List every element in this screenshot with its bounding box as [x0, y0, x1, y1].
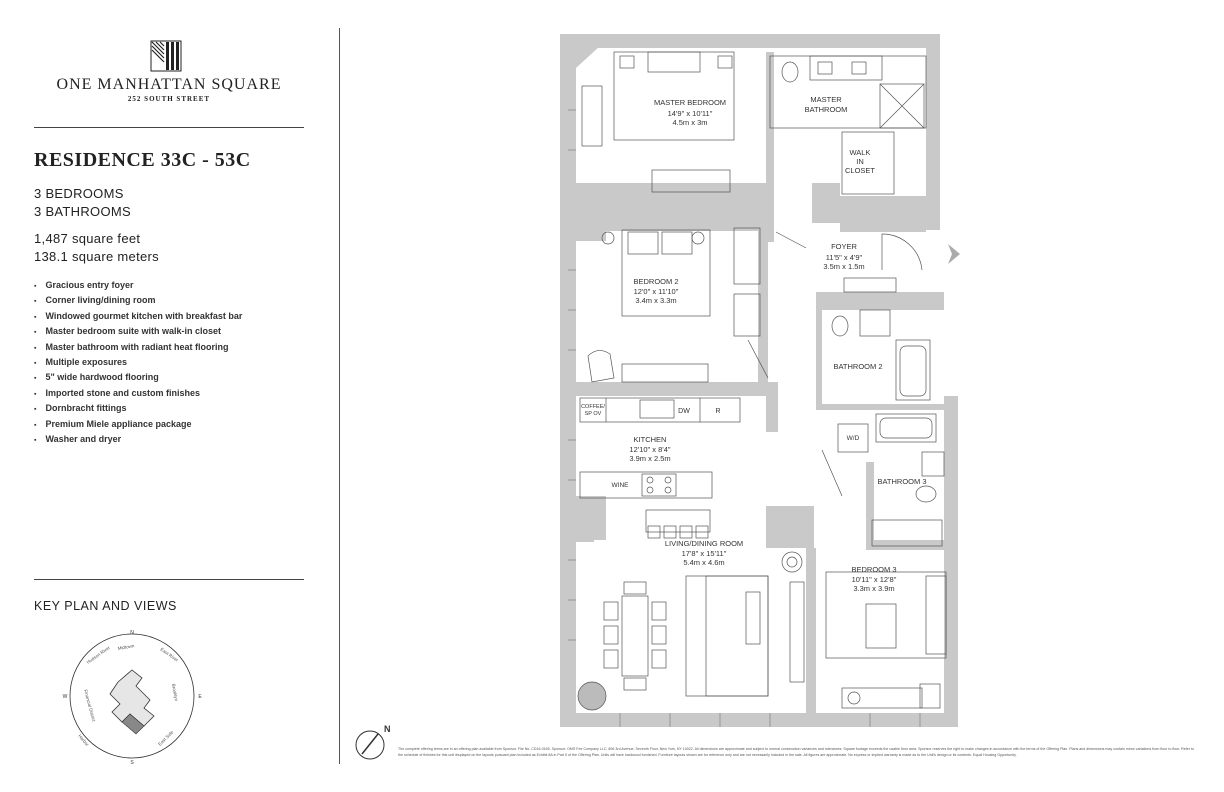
bedroom3-dims-ft: 10'11" x 12'8" [852, 575, 897, 584]
bedroom3-name: BEDROOM 3 [851, 565, 896, 574]
square-meters: 138.1 square meters [34, 249, 159, 264]
header-divider [34, 127, 304, 128]
view-brooklyn: Brooklyn [171, 683, 179, 702]
keyplan-divider [34, 579, 304, 580]
kitchen-dims-ft: 12'10" x 8'4" [629, 445, 670, 454]
master-bedroom-name: MASTER BEDROOM [654, 98, 726, 107]
bathroom3-fixtures [821, 413, 945, 547]
brand-address: 252 SOUTH STREET [127, 95, 211, 103]
compass-ring [69, 633, 195, 759]
panel-divider [339, 28, 340, 764]
exterior-walls [560, 34, 958, 727]
bathroom-count: 3 BATHROOMS [34, 204, 131, 219]
feature-item: Gracious entry foyer [34, 278, 242, 293]
feature-item: Master bathroom with radiant heat floori… [34, 340, 242, 355]
view-midtown: Midtown [117, 643, 135, 651]
master-bathroom-fixtures [769, 55, 927, 195]
bedroom3-furniture [825, 571, 947, 709]
kitchen-name: KITCHEN [634, 435, 667, 444]
bedroom2-dims-ft: 12'0" x 11'10" [634, 287, 679, 296]
view-financial: Financial District [83, 689, 97, 723]
legal-disclaimer: The complete offering terms are in an of… [398, 747, 1194, 757]
building-footprint [109, 669, 155, 735]
master-bedroom-dims-ft: 14'9" x 10'11" [668, 109, 713, 118]
living-dining-dims-ft: 17'8" x 15'11" [682, 549, 727, 558]
walk-in-closet-label-2: IN [856, 157, 864, 166]
wine-label: WINE [612, 482, 630, 489]
foyer-name: FOYER [831, 242, 857, 251]
bedroom3-dims-m: 3.3m x 3.9m [853, 584, 894, 593]
feature-item: Multiple exposures [34, 355, 242, 370]
key-plan-compass: N S E W Hudson River East River Midtown … [63, 630, 203, 766]
view-hudson: Hudson River [86, 645, 112, 665]
feature-list: Gracious entry foyer Corner living/dinin… [34, 278, 242, 447]
view-east-side: East Side [157, 729, 175, 747]
living-dining-dims-m: 5.4m x 4.6m [683, 558, 724, 567]
residence-title: RESIDENCE 33C - 53C [34, 149, 251, 171]
window-mullions [568, 109, 921, 727]
feature-item: Corner living/dining room [34, 293, 242, 308]
coffee-label-2: SP OV [585, 411, 602, 417]
master-bedroom-dims-m: 4.5m x 3m [672, 118, 707, 127]
kitchen-dims-m: 3.9m x 2.5m [629, 454, 670, 463]
bathroom2-fixtures [831, 309, 931, 401]
walk-in-closet-label-3: CLOSET [845, 166, 875, 175]
compass-s: S [130, 760, 134, 766]
entry-arrow-icon [948, 244, 960, 264]
foyer-dims-ft: 11'5" x 4'9" [826, 253, 863, 262]
feature-item: Washer and dryer [34, 432, 242, 447]
foyer-dims-m: 3.5m x 1.5m [823, 262, 864, 271]
keyplan-title: KEY PLAN AND VIEWS [34, 599, 177, 613]
master-bed [581, 51, 735, 193]
bathroom3-name: BATHROOM 3 [877, 477, 926, 486]
feature-item: Master bedroom suite with walk-in closet [34, 324, 242, 339]
brand-name: ONE MANHATTAN SQUARE [56, 76, 282, 93]
feature-item: Windowed gourmet kitchen with breakfast … [34, 309, 242, 324]
brand-logo-icon [150, 40, 182, 72]
view-harbor: Harbor [77, 733, 90, 747]
washer-dryer-label: W/D [847, 435, 860, 442]
refrigerator-label: R [715, 408, 720, 415]
view-east-river: East River [159, 647, 179, 663]
bedroom-count: 3 BEDROOMS [34, 186, 124, 201]
bedroom2-dims-m: 3.4m x 3.3m [635, 296, 676, 305]
floor-plan: N MASTER BEDROOM 14'9" x 10'11" 4.5m x 3… [355, 34, 960, 760]
master-bathroom-label-2: BATHROOM [805, 105, 848, 114]
bathroom2-name: BATHROOM 2 [833, 362, 882, 371]
north-arrow-icon: N [355, 724, 391, 760]
compass-e: E [198, 694, 202, 700]
dishwasher-label: DW [678, 408, 690, 415]
feature-item: 5" wide hardwood flooring [34, 370, 242, 385]
feature-item: Dornbracht fittings [34, 401, 242, 416]
compass-w: W [63, 694, 68, 700]
interior-walls [576, 52, 958, 713]
compass-n: N [130, 630, 134, 636]
entry-door [775, 231, 923, 293]
coffee-label-1: COFFEE/ [581, 404, 605, 410]
master-bathroom-label-1: MASTER [810, 95, 842, 104]
bedroom2-name: BEDROOM 2 [633, 277, 678, 286]
living-dining-name: LIVING/DINING ROOM [665, 539, 743, 548]
svg-text:N: N [384, 724, 391, 734]
feature-item: Imported stone and custom finishes [34, 386, 242, 401]
feature-item: Premium Miele appliance package [34, 417, 242, 432]
kitchen-fixtures [579, 397, 741, 539]
square-feet: 1,487 square feet [34, 231, 141, 246]
living-dining-furniture [577, 551, 805, 711]
bedroom2-furniture [587, 227, 769, 383]
walk-in-closet-label-1: WALK [850, 148, 871, 157]
